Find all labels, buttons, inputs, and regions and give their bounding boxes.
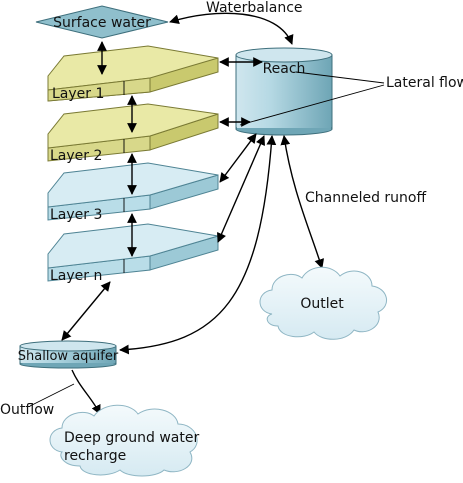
layer3-label: Layer 3 xyxy=(50,207,102,223)
reach-node: Reach xyxy=(235,47,333,136)
deep-groundwater-label-line2: recharge xyxy=(64,448,126,464)
arrow-aquifer-reach xyxy=(119,135,277,355)
deep-groundwater-cloud: Deep ground water recharge xyxy=(49,404,199,477)
layern-node: Layer n xyxy=(47,223,219,284)
outlet-label: Outlet xyxy=(300,296,344,312)
arrow-layern-reach xyxy=(217,135,265,243)
outflow-label: Outflow xyxy=(0,402,54,418)
surface-water-node: Surface water xyxy=(35,5,169,39)
layern-label: Layer n xyxy=(50,268,102,284)
layer1-node: Layer 1 xyxy=(47,45,219,102)
arrow-layern-aquifer xyxy=(61,281,111,341)
lateral-flow-pointer-top xyxy=(295,71,385,84)
layer3-node: Layer 3 xyxy=(47,162,219,223)
lateral-flow-pointer-bottom xyxy=(239,84,385,126)
arrow-aquifer-deep xyxy=(71,369,101,415)
surface-water-label: Surface water xyxy=(53,15,151,31)
waterbalance-arrow xyxy=(169,12,294,45)
shallow-aquifer-label: Shallow aquifer xyxy=(18,349,119,364)
outlet-cloud: Outlet xyxy=(259,266,387,340)
layer2-node: Layer 2 xyxy=(47,103,219,164)
waterbalance-label: Waterbalance xyxy=(206,0,303,16)
arrow-layer3-reach xyxy=(219,133,257,183)
outflow-pointer xyxy=(29,383,75,407)
layer1-label: Layer 1 xyxy=(52,86,104,102)
shallow-aquifer-node: Shallow aquifer xyxy=(18,340,119,369)
lateral-flow-label: Lateral flow xyxy=(386,75,463,91)
channeled-runoff-label: Channeled runoff xyxy=(305,190,426,206)
layer2-label: Layer 2 xyxy=(50,148,102,164)
reach-label: Reach xyxy=(263,61,306,77)
deep-groundwater-label-line1: Deep ground water xyxy=(64,430,199,446)
arrow-reach-outlet xyxy=(280,135,325,269)
